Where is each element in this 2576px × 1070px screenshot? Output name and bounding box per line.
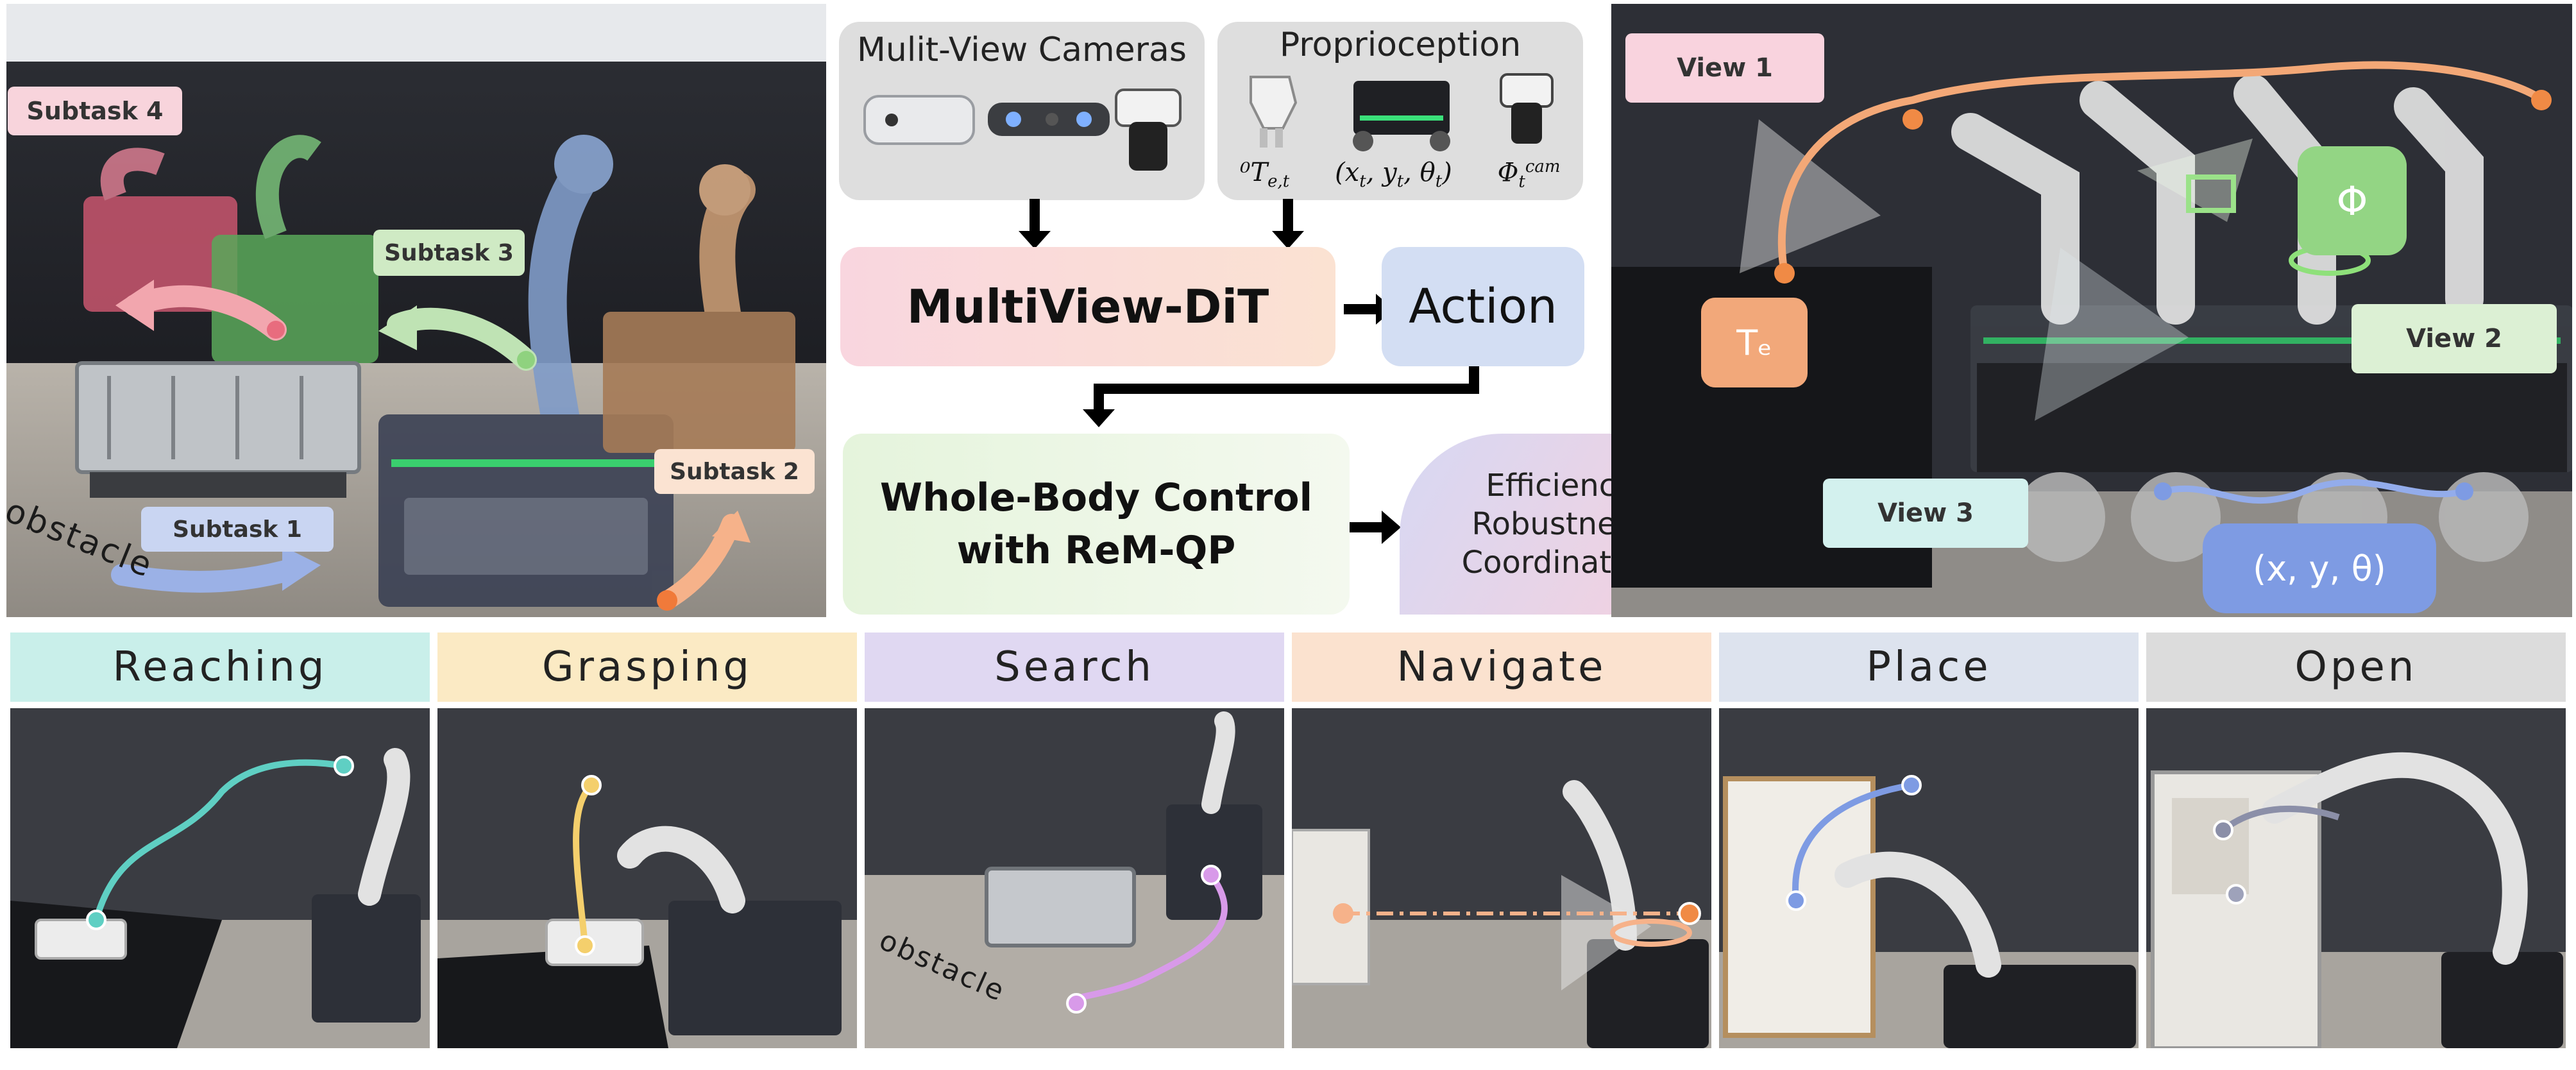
skill-caption-navigate: Navigate xyxy=(1292,633,1711,702)
wbc-line-2: with ReM-QP xyxy=(956,528,1236,573)
left-scene-photo: obstacle xyxy=(6,4,826,617)
base-pose-label: (x, y, θ) xyxy=(2203,523,2436,613)
view-2-label: View 2 xyxy=(2351,304,2557,373)
action-box: Action xyxy=(1382,247,1584,366)
navigate-scene xyxy=(1292,708,1711,1048)
subtask-2-label: Subtask 2 xyxy=(654,449,815,494)
right-scene-photo: View 1 View 2 View 3 Tₑ Φ (x, y, θ) xyxy=(1611,4,2572,617)
skill-caption-grasping: Grasping xyxy=(437,633,857,702)
skill-photo-open xyxy=(2146,708,2566,1048)
reaching-scene xyxy=(10,708,430,1048)
skill-caption-place: Place xyxy=(1719,633,2139,702)
proprioception-title: Proprioception xyxy=(1279,26,1521,64)
search-scene xyxy=(865,708,1284,1048)
end-effector-pose-symbol: ⁰Te,t xyxy=(1240,158,1290,191)
skill-photo-grasping xyxy=(437,708,857,1048)
proprio-symbols: ⁰Te,t (xt, yt, θt) Φtcam xyxy=(1217,153,1583,191)
skill-photo-navigate xyxy=(1292,708,1711,1048)
wbc-to-outcomes-arrow xyxy=(1350,511,1401,544)
cameras-title: Mulit-View Cameras xyxy=(857,31,1187,69)
view-1-label: View 1 xyxy=(1625,33,1824,103)
camera-pose-symbol: Φtcam xyxy=(1497,157,1561,191)
action-label: Action xyxy=(1409,279,1557,334)
camera-devices-icon xyxy=(863,89,1182,171)
skill-photo-reaching xyxy=(10,708,430,1048)
subtask-4-label: Subtask 4 xyxy=(8,87,182,135)
skill-caption-search: Search xyxy=(865,633,1284,702)
outcome-efficiency: Efficiency xyxy=(1486,468,1634,504)
left-scene-illustration xyxy=(6,4,826,617)
skill-photo-place xyxy=(1719,708,2139,1048)
view-3-label: View 3 xyxy=(1823,479,2028,548)
wbc-line-1: Whole-Body Control xyxy=(879,475,1313,520)
proprioception-devices-icon xyxy=(1250,73,1554,151)
multiview-dit-box: MultiView-DiT xyxy=(840,247,1335,366)
subtask-3-label: Subtask 3 xyxy=(373,230,525,276)
place-scene xyxy=(1719,708,2139,1048)
pipeline-arrows xyxy=(1019,199,1479,427)
subtask-1-label: Subtask 1 xyxy=(141,507,334,552)
te-label: Tₑ xyxy=(1701,298,1808,387)
whole-body-control-box: Whole-Body Control with ReM-QP xyxy=(843,434,1350,615)
base-pose-symbol: (xt, yt, θt) xyxy=(1335,158,1452,191)
grasping-scene xyxy=(437,708,857,1048)
open-scene xyxy=(2146,708,2566,1048)
phi-label: Φ xyxy=(2298,146,2407,255)
skill-caption-reaching: Reaching xyxy=(10,633,430,702)
multiview-dit-label: MultiView-DiT xyxy=(906,280,1269,334)
skill-caption-open: Open xyxy=(2146,633,2566,702)
skill-photo-search: obstacle xyxy=(865,708,1284,1048)
